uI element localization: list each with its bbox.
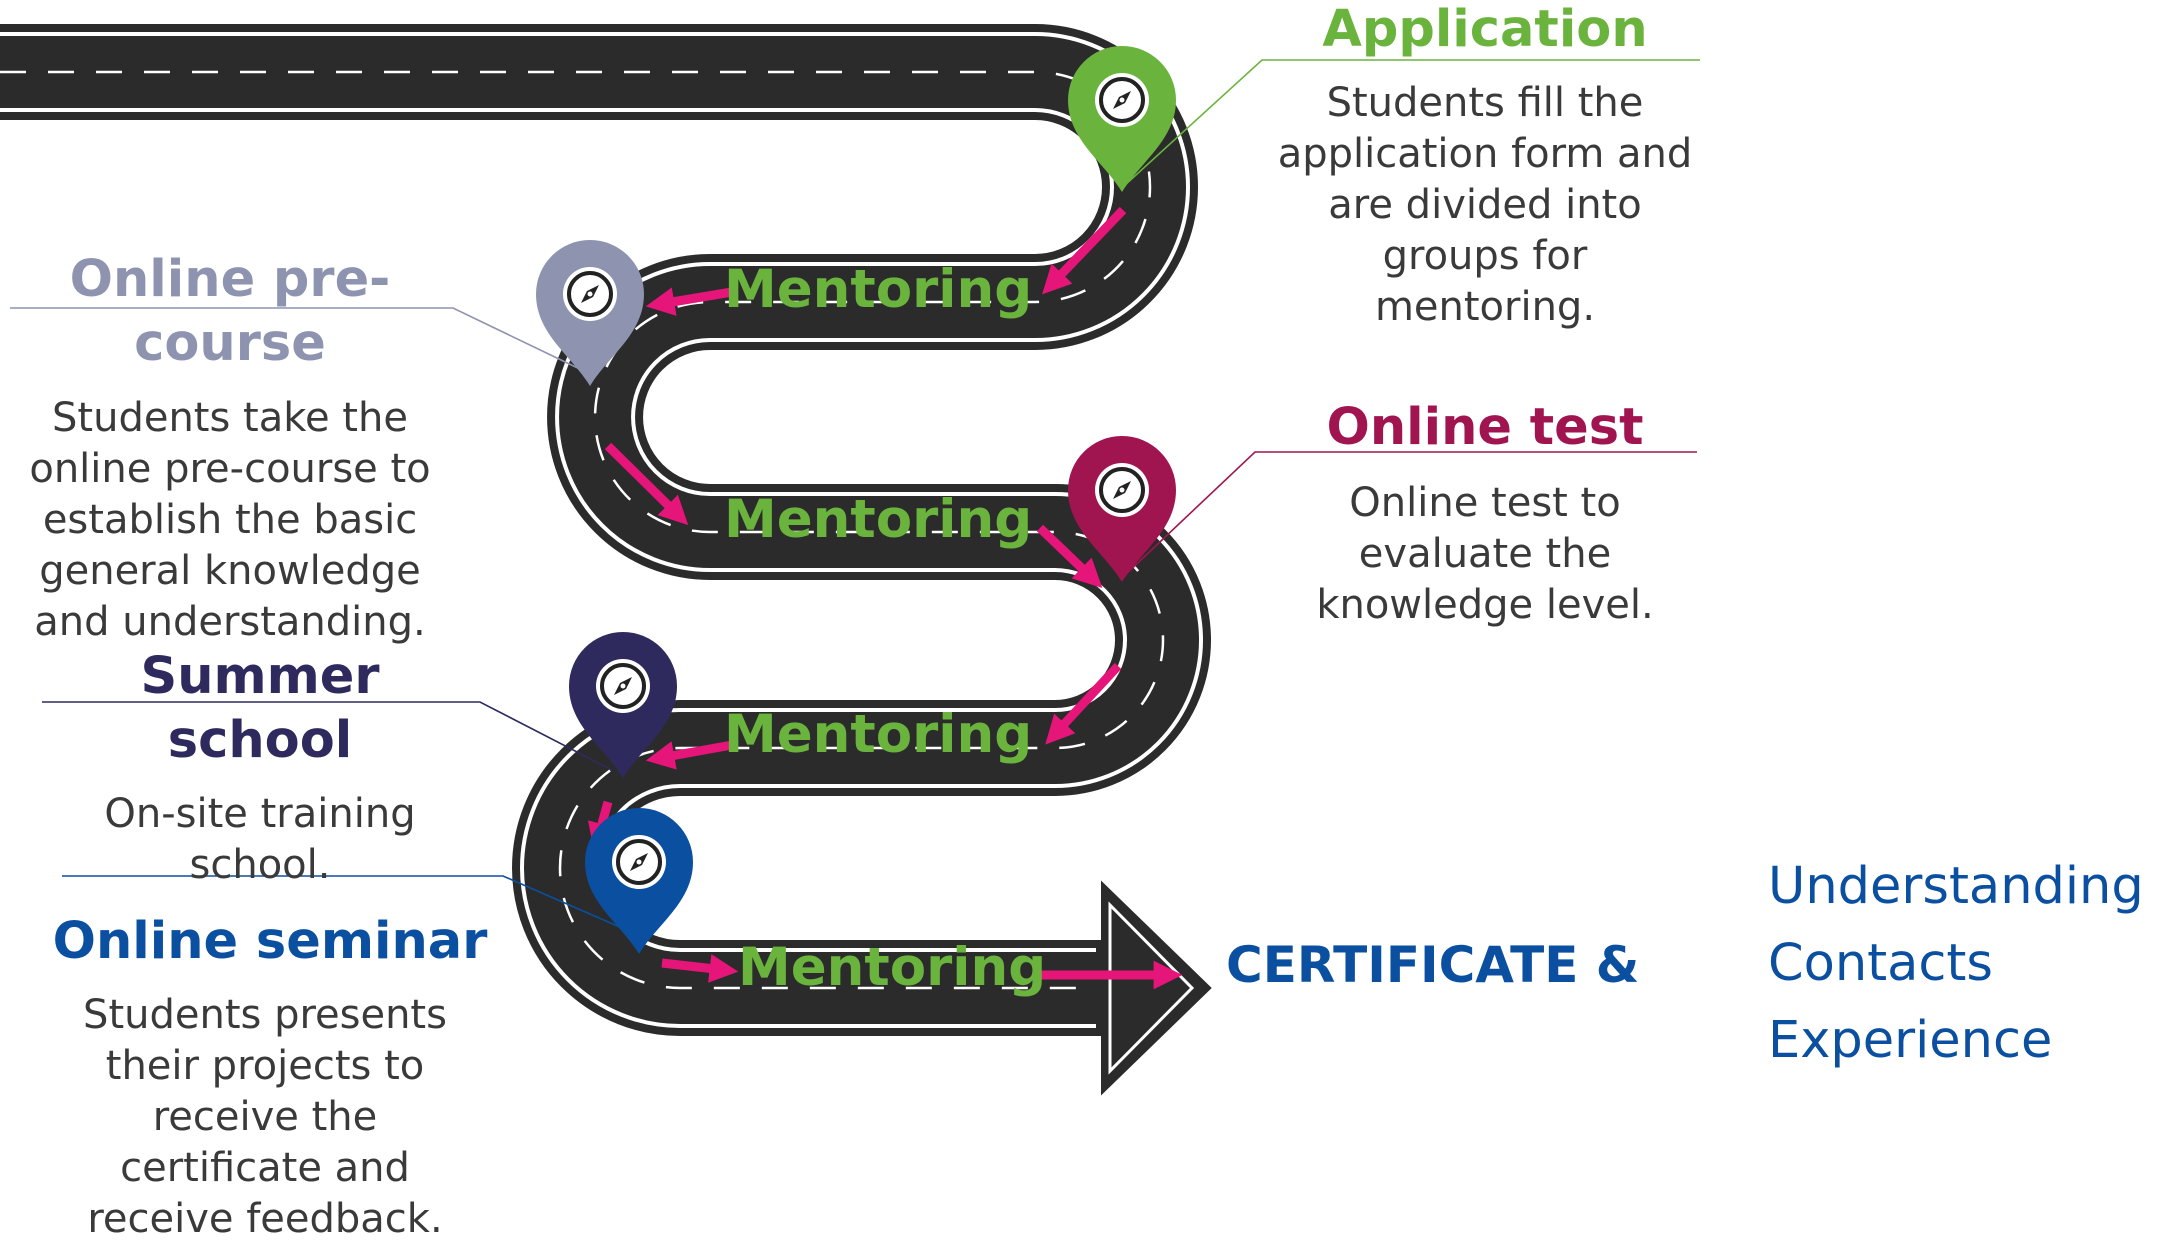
pre-course-leader-line bbox=[10, 307, 587, 373]
outcome-item-understanding: Understanding bbox=[1768, 857, 2144, 916]
arrow-right-icon bbox=[645, 740, 733, 770]
certificate-label: CERTIFICATE & bbox=[1226, 936, 1640, 994]
online-seminar-title: Online seminar bbox=[52, 912, 488, 971]
application-title: Application bbox=[1322, 0, 1648, 59]
arrow-right-icon bbox=[1045, 662, 1122, 745]
summer-school-leader-line bbox=[42, 701, 613, 771]
pre-course-description: Students take the online pre-course to e… bbox=[29, 395, 431, 645]
outcome-item-contacts: Contacts bbox=[1768, 934, 1993, 993]
compass-icon bbox=[1093, 71, 1151, 129]
compass-icon bbox=[561, 265, 619, 323]
pin-online-test bbox=[1068, 436, 1176, 582]
online-seminar-leader-line bbox=[62, 875, 639, 936]
road bbox=[0, 23, 1212, 1096]
road-arrow-head bbox=[1096, 880, 1212, 1096]
compass-icon bbox=[594, 657, 652, 715]
mentoring-label: Mentoring bbox=[724, 259, 1033, 320]
online-test-leader-line bbox=[1124, 451, 1697, 576]
online-seminar-description: Students presents their projects to rece… bbox=[83, 992, 447, 1242]
pin-application bbox=[1068, 46, 1176, 192]
summer-school-description: On-site training school. bbox=[104, 791, 416, 888]
arrow-right-icon bbox=[645, 287, 733, 316]
arrow-right-icon bbox=[1042, 206, 1127, 295]
arrow-right-icon bbox=[661, 954, 739, 983]
pre-course-title: Online pre-course bbox=[69, 250, 391, 373]
leader-lines bbox=[10, 59, 1700, 936]
pin-summer-school bbox=[569, 632, 677, 778]
summer-school-title: Summer school bbox=[140, 647, 380, 770]
online-test-description: Online test to evaluate the knowledge le… bbox=[1316, 480, 1654, 628]
arrow-right-icon bbox=[604, 442, 689, 526]
mentoring-label: Mentoring bbox=[724, 704, 1033, 765]
online-test-title: Online test bbox=[1326, 398, 1644, 457]
arrow-right-icon bbox=[1036, 524, 1103, 588]
outcome-list: Understanding Contacts Experience bbox=[1768, 848, 2144, 1079]
application-description: Students fill the application form and a… bbox=[1277, 80, 1693, 330]
pin-pre-course bbox=[536, 240, 644, 386]
compass-icon bbox=[1093, 461, 1151, 519]
outcome-item-experience: Experience bbox=[1768, 1011, 2053, 1070]
application-leader-line bbox=[1124, 59, 1700, 186]
pin-online-seminar bbox=[585, 808, 693, 954]
compass-icon bbox=[610, 833, 668, 891]
mentoring-label: Mentoring bbox=[738, 937, 1047, 998]
mentoring-label: Mentoring bbox=[724, 489, 1033, 550]
flow-arrows bbox=[587, 206, 1183, 990]
